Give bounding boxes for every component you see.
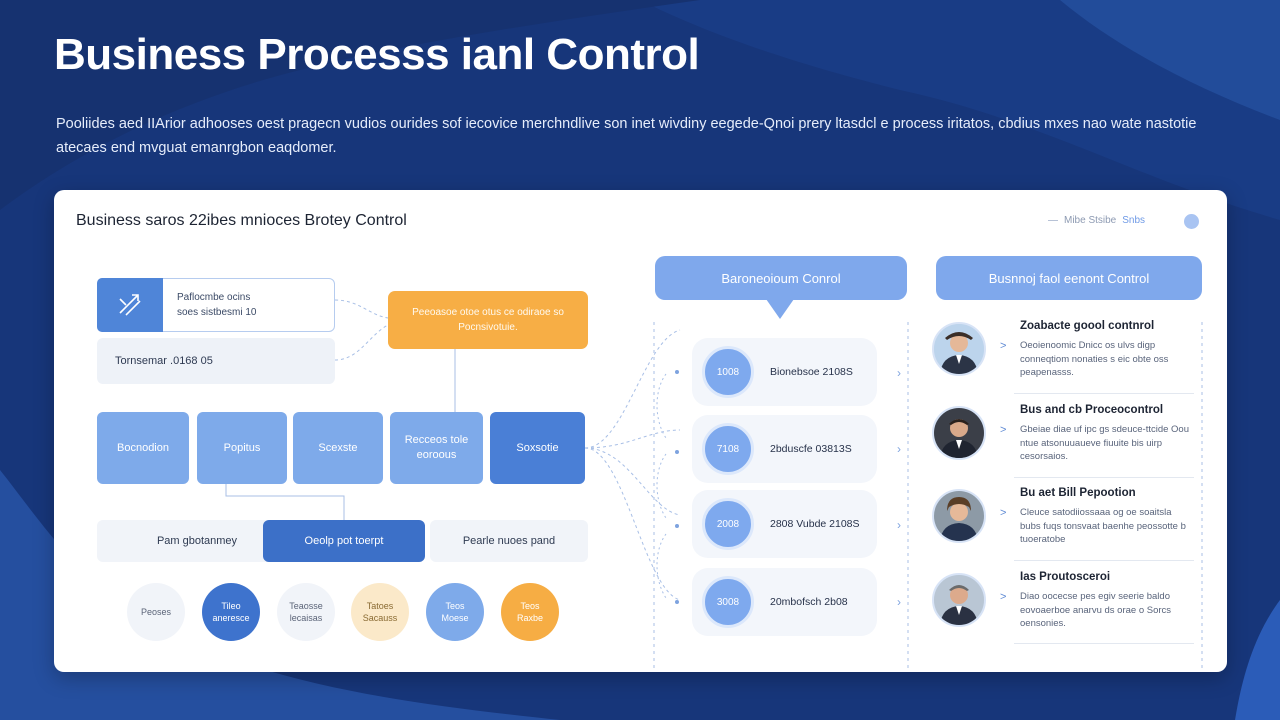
person-description: Diao oocecse pes egiv seerie baldo eovoa… xyxy=(1020,591,1172,629)
metric-row-2[interactable]: 7108 2bduscfe 03813S xyxy=(692,415,877,483)
metric-label: 2bduscfe 03813S xyxy=(770,443,852,455)
legend-dot-icon[interactable] xyxy=(1184,214,1199,229)
page-subtitle: Pooliides aed IIArior adhooses oest prag… xyxy=(56,116,1197,156)
metric-row-3[interactable]: 2008 2808 Vubde 2108S xyxy=(692,490,877,558)
bottom-stage-2[interactable]: Oeolp pot toerpt xyxy=(263,520,425,562)
metric-label: Bionebsoe 2108S xyxy=(770,366,853,378)
divider xyxy=(1014,477,1194,478)
callout-pointer-icon xyxy=(766,299,794,319)
card-title: Business saros 22ibes mnioces Brotey Con… xyxy=(76,212,407,229)
status-circle-4[interactable]: Tatoes Sacauss xyxy=(351,583,409,641)
input-card-line2: soes sistbesmi 10 xyxy=(177,307,257,318)
person-description: Oeoienoomic Dnicc os ulvs digp conneqtio… xyxy=(1020,340,1169,378)
status-circle-2[interactable]: Tileo aneresce xyxy=(202,583,260,641)
chevron-right-icon: › xyxy=(897,366,901,380)
person-title: Ias Proutosceroi xyxy=(1020,571,1111,583)
person-row-4[interactable]: > Ias Proutosceroi Diao oocecse pes egiv… xyxy=(932,571,1194,643)
portrait-icon xyxy=(932,406,986,460)
process-step-1[interactable]: Bocnodion xyxy=(97,412,189,484)
status-circle-6[interactable]: Teos Raxbe xyxy=(501,583,559,641)
status-circle-3[interactable]: Teaosse lecaisas xyxy=(277,583,335,641)
chevron-right-icon: > xyxy=(1000,340,1007,352)
card-legend: Mibe Stsibe Snbs xyxy=(1048,215,1145,226)
summary-box: Tornsemar .0168 05 xyxy=(97,338,335,384)
metric-badge: 3008 xyxy=(702,576,754,628)
portrait-icon xyxy=(932,322,986,376)
metric-badge: 7108 xyxy=(702,423,754,475)
chevron-right-icon: > xyxy=(1000,591,1007,603)
process-step-5[interactable]: Soxsotie xyxy=(490,412,585,484)
divider xyxy=(1014,393,1194,394)
legend-value: Snbs xyxy=(1122,215,1146,226)
connector-lines xyxy=(225,299,1203,668)
person-description: Gbeiae diae uf ipc gs sdeuce-ttcide Oou … xyxy=(1020,424,1189,462)
process-step-3[interactable]: Scexste xyxy=(293,412,383,484)
divider xyxy=(1014,643,1194,644)
status-circle-1[interactable]: Peoses xyxy=(127,583,185,641)
middle-column-header[interactable]: Baroneoioum Conrol xyxy=(655,256,907,300)
input-card[interactable]: Paflocmbe ocins soes sistbesmi 10 xyxy=(97,278,335,332)
chevron-right-icon: > xyxy=(1000,507,1007,519)
metric-row-1[interactable]: 1008 Bionebsoe 2108S xyxy=(692,338,877,406)
person-row-2[interactable]: > Bus and cb Proceocontrol Gbeiae diae u… xyxy=(932,404,1194,476)
portrait-icon xyxy=(932,489,986,543)
metric-row-4[interactable]: 3008 20mbofsch 2b08 xyxy=(692,568,877,636)
person-title: Bu aet Bill Pepootion xyxy=(1020,487,1136,499)
page-title: Business Processs ianl Control xyxy=(54,30,700,79)
person-description: Cleuce satodiiossaaa og oe soaitsla bubs… xyxy=(1020,507,1186,545)
chevron-right-icon: › xyxy=(897,518,901,532)
metric-label: 20mbofsch 2b08 xyxy=(770,596,848,608)
bottom-stage-3[interactable]: Pearle nuoes pand xyxy=(430,520,588,562)
portrait-icon xyxy=(932,573,986,627)
process-step-2[interactable]: Popitus xyxy=(197,412,287,484)
input-card-line1: Paflocmbe ocins xyxy=(177,292,251,303)
legend-dash-icon xyxy=(1048,220,1058,221)
metric-badge: 1008 xyxy=(702,346,754,398)
process-step-4[interactable]: Recceos tole eoroous xyxy=(390,412,483,484)
metric-label: 2808 Vubde 2108S xyxy=(770,518,860,530)
person-row-3[interactable]: > Bu aet Bill Pepootion Cleuce satodiios… xyxy=(932,487,1194,559)
legend-label: Mibe Stsibe xyxy=(1064,215,1117,226)
diagram-card: Business saros 22ibes mnioces Brotey Con… xyxy=(54,190,1227,672)
person-row-1[interactable]: > Zoabacte goool contnrol Oeoienoomic Dn… xyxy=(932,320,1194,392)
process-decision-box[interactable]: Peeoasoe otoe otus ce odiraoe so Pocnsiv… xyxy=(388,291,588,349)
chevron-right-icon: › xyxy=(897,595,901,609)
metric-badge: 2008 xyxy=(702,498,754,550)
chevron-right-icon: › xyxy=(897,442,901,456)
process-arrows-icon xyxy=(97,278,163,332)
person-title: Bus and cb Proceocontrol xyxy=(1020,404,1164,416)
person-title: Zoabacte goool contnrol xyxy=(1020,320,1155,332)
chevron-right-icon: > xyxy=(1000,424,1007,436)
divider xyxy=(1014,560,1194,561)
right-column-header[interactable]: Busnnoj faol eenont Control xyxy=(936,256,1202,300)
status-circle-5[interactable]: Teos Moese xyxy=(426,583,484,641)
